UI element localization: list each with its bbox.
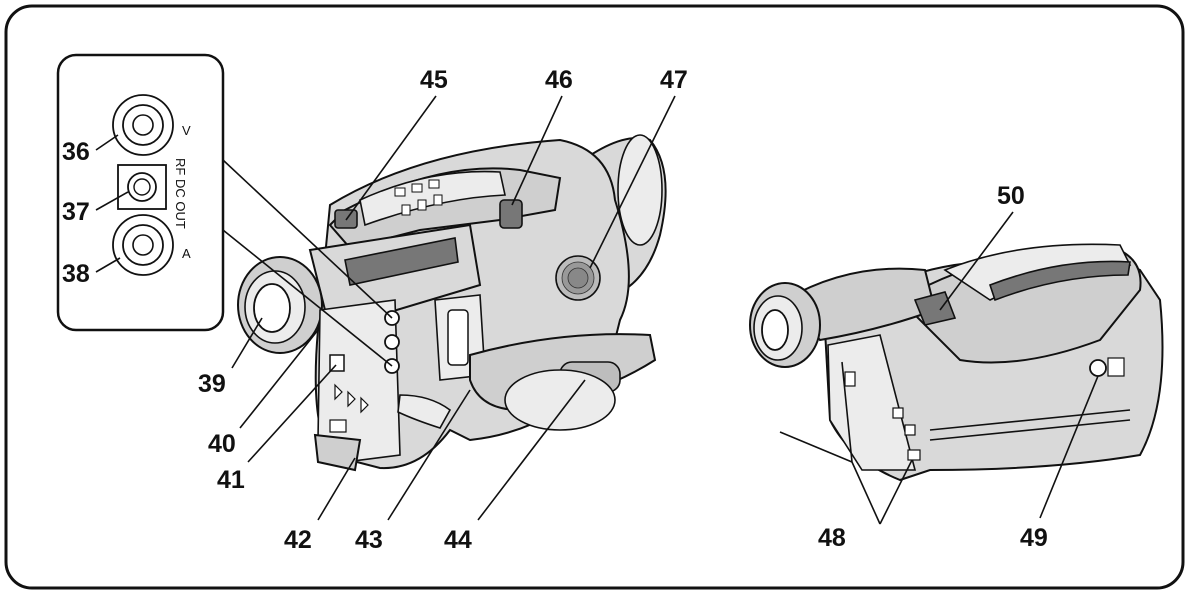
callout-41: 41 <box>217 466 245 494</box>
diagram-frame <box>4 4 1185 590</box>
leader-lines <box>95 95 1099 525</box>
camcorder-left-view <box>237 134 667 472</box>
callout-49: 49 <box>1020 524 1048 552</box>
callout-43: 43 <box>355 526 383 554</box>
callout-47: 47 <box>660 66 688 94</box>
jack-label-a: A <box>182 246 191 261</box>
callout-40: 40 <box>208 430 236 458</box>
callout-45: 45 <box>420 66 448 94</box>
callout-36: 36 <box>62 138 90 166</box>
inset-zoom-line-top <box>222 159 393 319</box>
callout-48: 48 <box>818 524 846 552</box>
jack-label-v: V <box>182 123 191 138</box>
callout-39: 39 <box>198 370 226 398</box>
callout-46: 46 <box>545 66 573 94</box>
callout-37: 37 <box>62 198 90 226</box>
callout-44: 44 <box>444 526 472 554</box>
callout-38: 38 <box>62 260 90 288</box>
callout-42: 42 <box>284 526 312 554</box>
callout-50: 50 <box>997 182 1025 210</box>
jack-label-rf-dc-out: RF DC OUT <box>173 158 188 229</box>
jack-panel-inset: V A RF DC OUT <box>56 53 225 332</box>
inset-zoom-line-bottom <box>222 229 393 367</box>
